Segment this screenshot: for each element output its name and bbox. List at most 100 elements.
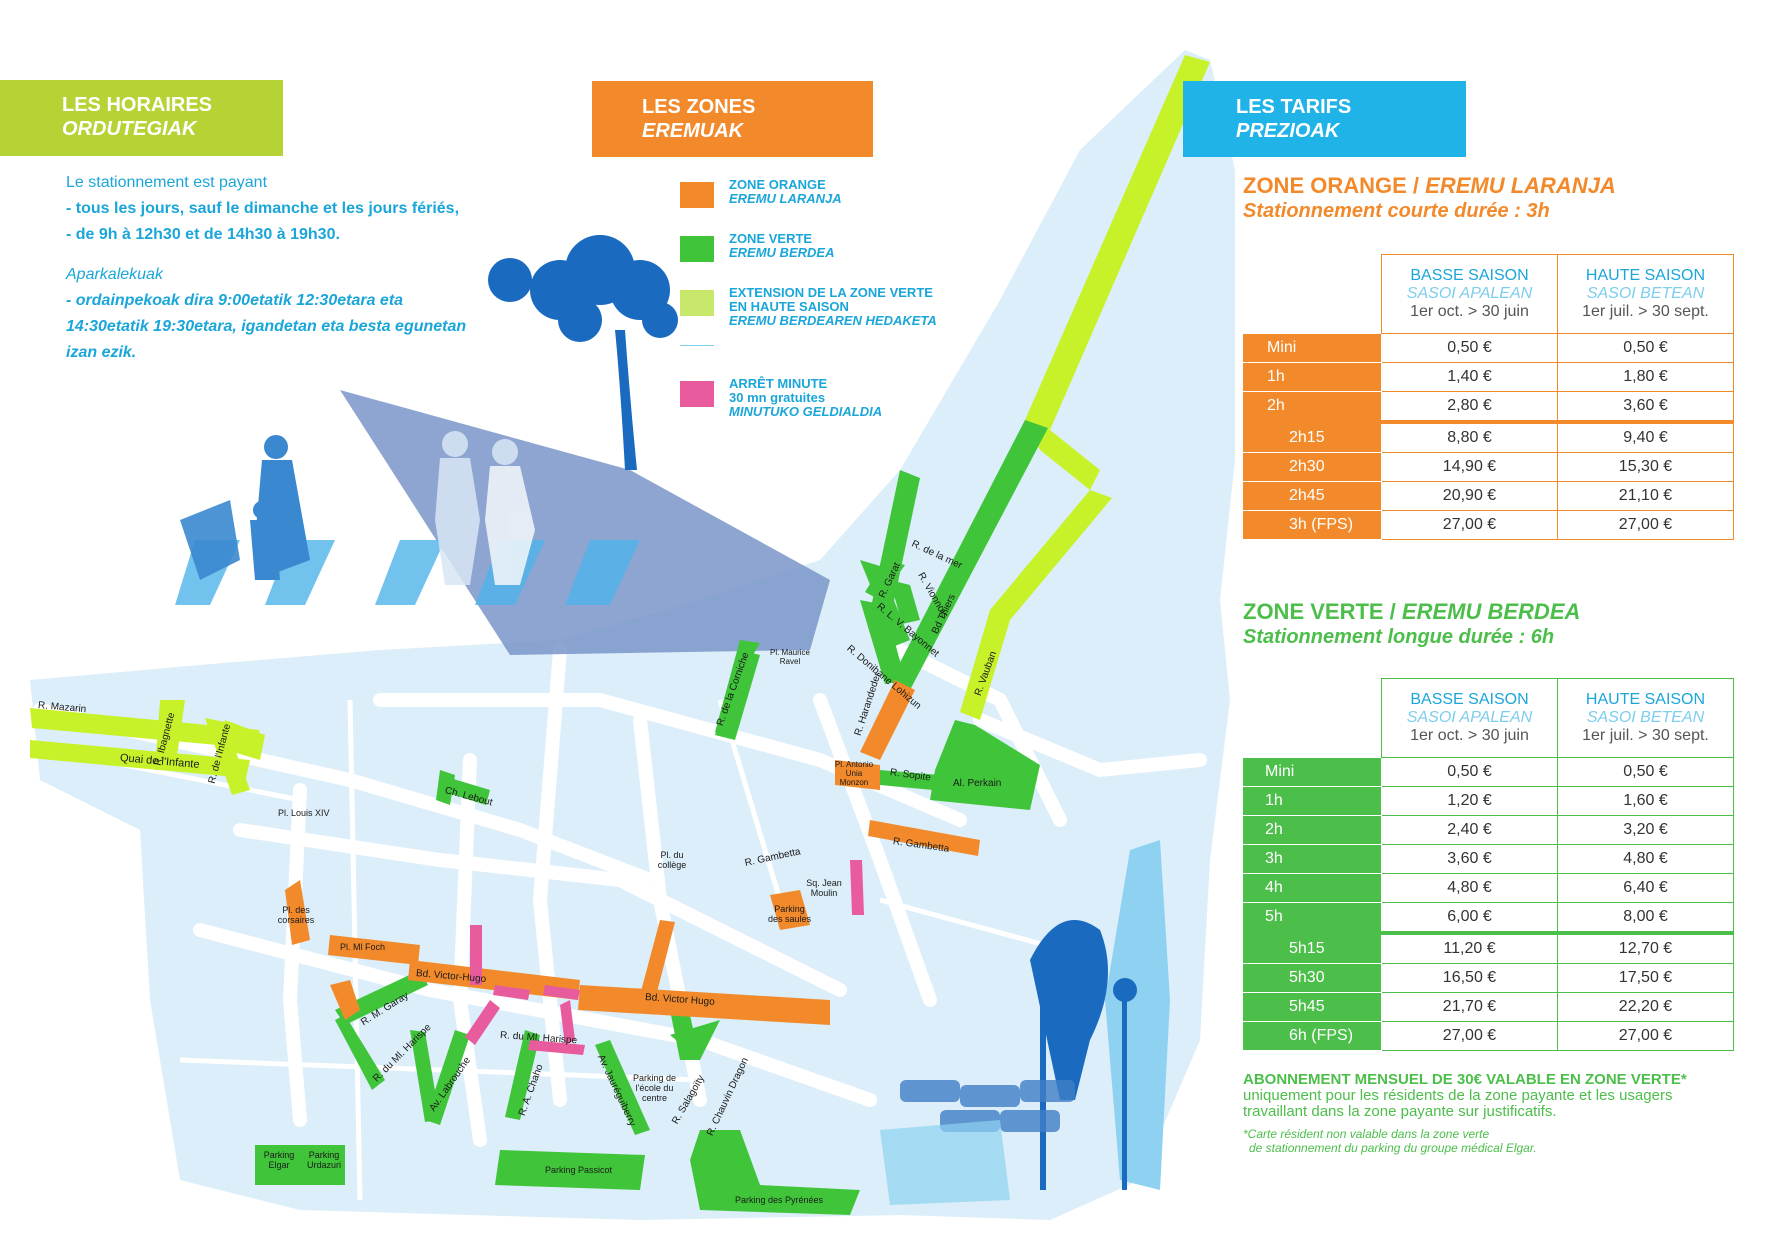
price-basse-saison: 8,80 € [1381, 420, 1558, 453]
col-dates: 1er oct. > 30 juin [1410, 727, 1529, 744]
orange-title-eu: EREMU LARANJA [1425, 173, 1616, 198]
legend-pink-line2: 30 mn gratuites [729, 390, 826, 405]
verte-duration: Stationnement longue durée : 6h [1243, 626, 1555, 648]
orange-title-fr: ZONE ORANGE / [1243, 173, 1420, 198]
street-label: Pl. Ml Foch [340, 942, 386, 952]
tariff-row: 3h (FPS)27,00 €27,00 € [1243, 510, 1734, 540]
tarifs-subtitle: PREZIOAK [1236, 120, 1340, 142]
price-basse-saison: 6,00 € [1381, 902, 1558, 934]
verte-title-fr: ZONE VERTE / [1243, 599, 1396, 624]
duration-label: 6h (FPS) [1243, 1021, 1382, 1051]
horaires-title: LES HORAIRES [62, 94, 213, 116]
col-fr: HAUTE SAISON [1585, 267, 1706, 284]
col-fr: HAUTE SAISON [1585, 691, 1706, 708]
price-haute-saison: 15,30 € [1557, 452, 1734, 482]
price-haute-saison: 1,80 € [1557, 362, 1734, 392]
verte-zone-title: ZONE VERTE / EREMU BERDEA [1243, 599, 1580, 624]
duration-label: 2h45 [1243, 481, 1382, 511]
legend-divider [680, 345, 714, 346]
orange-duration: Stationnement courte durée : 3h [1243, 200, 1550, 222]
street-label: Parking Passicot [545, 1165, 613, 1175]
zones-header: LES ZONES EREMUAK [592, 81, 873, 157]
street-label: Pl. Antonio Unia Monzon [834, 760, 874, 787]
price-basse-saison: 14,90 € [1381, 452, 1558, 482]
price-basse-saison: 16,50 € [1381, 963, 1558, 993]
duration-label: 2h [1243, 815, 1382, 845]
col-eu: SASOI APALEAN [1406, 709, 1533, 726]
footnote-line2: de stationnement du parking du groupe mé… [1249, 1141, 1537, 1155]
price-basse-saison: 2,80 € [1381, 391, 1558, 423]
price-basse-saison: 1,20 € [1381, 786, 1558, 816]
price-haute-saison: 1,60 € [1557, 786, 1734, 816]
price-basse-saison: 27,00 € [1381, 510, 1558, 540]
duration-label: 3h [1243, 844, 1382, 874]
price-basse-saison: 3,60 € [1381, 844, 1558, 874]
col-dates: 1er juil. > 30 sept. [1582, 727, 1709, 744]
verte-col-basse: BASSE SAISON SASOI APALEAN 1er oct. > 30… [1381, 678, 1558, 758]
zones-subtitle: EREMUAK [642, 120, 744, 142]
price-haute-saison: 27,00 € [1557, 510, 1734, 540]
duration-label: 5h45 [1243, 992, 1382, 1022]
horaires-fr-line2: - tous les jours, sauf le dimanche et le… [66, 200, 460, 217]
price-basse-saison: 4,80 € [1381, 873, 1558, 903]
legend-pink-line3: MINUTUKO GELDIALDIA [729, 404, 883, 419]
duration-label: 2h15 [1243, 420, 1382, 453]
col-eu: SASOI BETEAN [1586, 285, 1705, 302]
duration-label: 4h [1243, 873, 1382, 903]
abonnement-line2: uniquement pour les résidents de la zone… [1243, 1087, 1673, 1104]
legend-lime-line1: EXTENSION DE LA ZONE VERTE [729, 285, 933, 300]
street-label: Pl. des corsaires [277, 905, 315, 925]
horaires-basque: Aparkalekuak - ordainpekoak dira 9:00eta… [66, 262, 466, 366]
street-label: Pl. du collège [657, 850, 687, 870]
price-basse-saison: 2,40 € [1381, 815, 1558, 845]
legend-pink-line1: ARRÊT MINUTE [729, 376, 828, 391]
orange-zone-title: ZONE ORANGE / EREMU LARANJA [1243, 173, 1616, 198]
legend-green-line1: ZONE VERTE [729, 231, 813, 246]
horaires-eu-line3: 14:30etatik 19:30etara, igandetan eta be… [66, 318, 467, 335]
abonnement-line1: ABONNEMENT MENSUEL DE 30€ VALABLE EN ZON… [1243, 1071, 1687, 1088]
pink-swatch [680, 381, 714, 407]
street-label: Parking des saules [767, 904, 812, 924]
orange-col-haute: HAUTE SAISON SASOI BETEAN 1er juil. > 30… [1557, 254, 1734, 334]
duration-label: 3h (FPS) [1243, 510, 1382, 540]
horaires-subtitle: ORDUTEGIAK [62, 118, 197, 140]
price-haute-saison: 12,70 € [1557, 931, 1734, 964]
tarifs-title: LES TARIFS [1236, 96, 1352, 118]
price-haute-saison: 4,80 € [1557, 844, 1734, 874]
horaires-eu-line4: izan ezik. [66, 344, 137, 361]
horaires-header: LES HORAIRES ORDUTEGIAK [0, 80, 283, 156]
price-haute-saison: 8,00 € [1557, 902, 1734, 934]
col-dates: 1er juil. > 30 sept. [1582, 303, 1709, 320]
verte-col-haute: HAUTE SAISON SASOI BETEAN 1er juil. > 30… [1557, 678, 1734, 758]
orange-swatch [680, 182, 714, 208]
legend-orange-line1: ZONE ORANGE [729, 177, 826, 192]
orange-col-basse: BASSE SAISON SASOI APALEAN 1er oct. > 30… [1381, 254, 1558, 334]
duration-label: 5h30 [1243, 963, 1382, 993]
street-label: Sq. Jean Moulin [806, 878, 842, 898]
price-basse-saison: 20,90 € [1381, 481, 1558, 511]
zones-title: LES ZONES [642, 96, 756, 118]
orange-tariff-table: BASSE SAISON SASOI APALEAN 1er oct. > 30… [1243, 254, 1734, 540]
legend-orange-line2: EREMU LARANJA [729, 191, 842, 206]
duration-label: 5h15 [1243, 931, 1382, 964]
tariff-row: 6h (FPS)27,00 €27,00 € [1243, 1021, 1734, 1051]
footnote-line1: *Carte résident non valable dans la zone… [1243, 1127, 1490, 1141]
horaires-french: Le stationnement est payant - tous les j… [66, 170, 459, 248]
lime-swatch [680, 290, 714, 316]
horaires-fr-line3: - de 9h à 12h30 et de 14h30 à 19h30. [66, 226, 340, 243]
duration-label: 5h [1243, 902, 1382, 934]
street-label: Parking Elgar [263, 1150, 295, 1170]
